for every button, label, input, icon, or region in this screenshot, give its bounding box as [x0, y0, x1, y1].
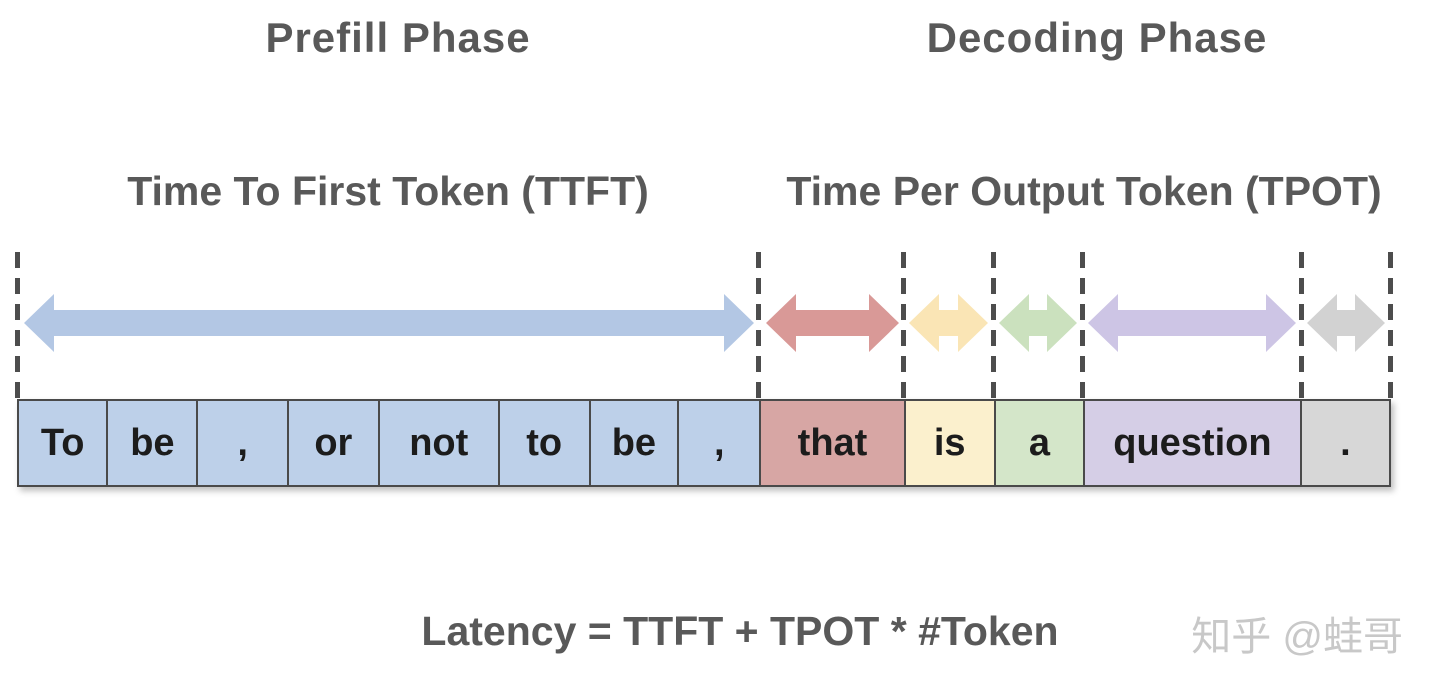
boundary-dashed-line — [901, 252, 906, 398]
boundary-dashed-line — [1299, 252, 1304, 398]
token-text: , — [237, 421, 248, 464]
boundary-dashed-line — [1080, 252, 1085, 398]
token-cell: be — [106, 399, 199, 487]
ttft-arrow — [24, 293, 754, 353]
latency-formula: Latency = TTFT + TPOT * #Token — [421, 608, 1059, 654]
tpot-arrow-a — [999, 293, 1077, 353]
decoding-phase-title: Decoding Phase — [926, 14, 1268, 61]
token-text: a — [1028, 421, 1050, 464]
boundary-dashed-line — [15, 252, 20, 398]
token-text: not — [409, 421, 469, 464]
boundary-dashed-line — [1388, 252, 1393, 398]
token-text: To — [40, 421, 85, 464]
tpot-label: Time Per Output Token (TPOT) — [786, 168, 1382, 214]
token-cell: . — [1299, 399, 1391, 487]
tpot-arrow-question — [1088, 293, 1296, 353]
token-text: . — [1340, 421, 1351, 464]
token-cell: is — [903, 399, 996, 487]
token-text: be — [130, 421, 175, 464]
token-text: be — [611, 421, 657, 464]
boundary-dashed-line — [991, 252, 996, 398]
token-row: To be , or not to be , that is a questio… — [17, 399, 1391, 487]
token-cell: question — [1083, 399, 1302, 487]
token-text: to — [526, 421, 563, 464]
token-cell: that — [759, 399, 906, 487]
token-cell: not — [377, 399, 500, 487]
tpot-arrow-that — [766, 293, 899, 353]
token-cell: , — [196, 399, 289, 487]
token-text: is — [933, 421, 966, 464]
token-cell: be — [588, 399, 680, 487]
boundary-dashed-line — [756, 252, 761, 398]
token-text: or — [314, 421, 353, 464]
token-cell: a — [993, 399, 1086, 487]
tpot-arrow-period — [1307, 293, 1385, 353]
ttft-label: Time To First Token (TTFT) — [127, 168, 649, 214]
token-text: , — [713, 421, 725, 464]
token-cell: , — [677, 399, 762, 487]
tpot-arrow-is — [909, 293, 988, 353]
watermark: 知乎 @蛙哥 — [1191, 615, 1403, 659]
token-cell: To — [17, 399, 109, 487]
token-text: question — [1113, 421, 1272, 464]
token-cell: to — [497, 399, 591, 487]
token-text: that — [797, 421, 868, 464]
token-cell: or — [286, 399, 380, 487]
prefill-phase-title: Prefill Phase — [265, 14, 531, 61]
